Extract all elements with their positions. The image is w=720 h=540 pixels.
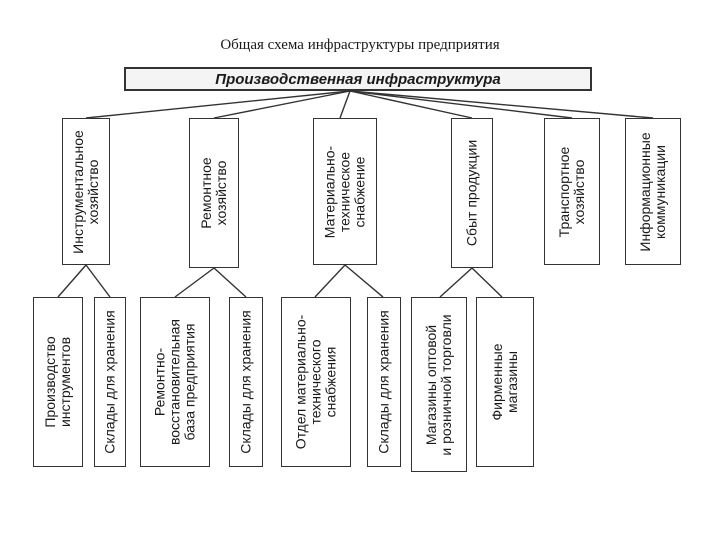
node-storage-1-label: Склады для хранения bbox=[101, 310, 118, 454]
node-sales-label: Сбыт продукции bbox=[463, 139, 480, 247]
node-storage-3: Склады для хранения bbox=[367, 297, 401, 467]
root-node: Производственная инфраструктура bbox=[124, 67, 592, 91]
diagram-title: Общая схема инфраструктуры предприятия bbox=[220, 37, 500, 53]
node-sales: Сбыт продукции bbox=[451, 118, 493, 268]
node-storage-1: Склады для хранения bbox=[94, 297, 126, 467]
node-storage-2: Склады для хранения bbox=[229, 297, 263, 467]
node-storage-2-label: Склады для хранения bbox=[237, 310, 254, 454]
node-storage-3-label: Склады для хранения bbox=[375, 310, 392, 454]
root-label: Производственная инфраструктура bbox=[215, 70, 501, 88]
